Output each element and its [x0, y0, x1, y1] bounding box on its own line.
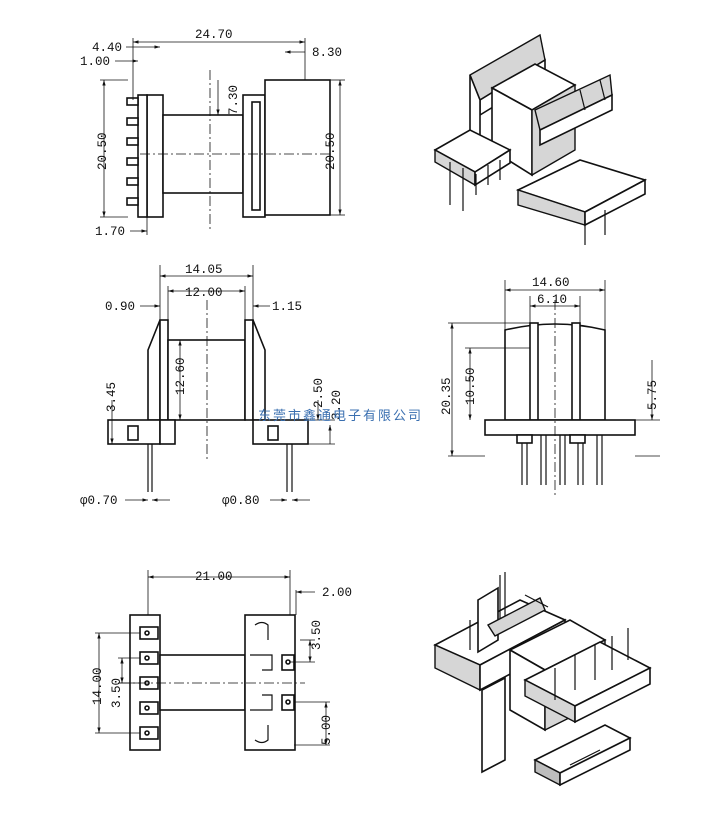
dim-side-base-height: 5.75 [646, 380, 660, 410]
dim-mid-pin-dia-right: φ0.80 [222, 494, 260, 508]
dim-mid-base-height: 3.45 [105, 382, 119, 412]
dim-side-height-total: 20.35 [440, 377, 454, 415]
dim-top-pin-offset: 1.00 [80, 55, 110, 69]
dim-top-core-height: 7.30 [227, 85, 241, 115]
top-view: 24.70 4.40 1.00 20.50 7.30 8.30 20.50 1.… [80, 28, 345, 239]
dim-bottom-height-total: 14.00 [91, 667, 105, 705]
dim-mid-right-b: 3.20 [330, 390, 344, 420]
dim-top-height-right: 20.50 [324, 132, 338, 170]
side-view: 14.60 6.10 20.35 10.50 5.75 [440, 276, 660, 495]
dim-bottom-pitch-right: 3.50 [310, 620, 324, 650]
dim-bottom-pin-row: 5.00 [320, 715, 334, 745]
dim-side-height-inner: 10.50 [464, 367, 478, 405]
dim-mid-width-total: 14.05 [185, 263, 223, 277]
dim-mid-right-a: 2.50 [312, 378, 326, 408]
isometric-view-bottom [433, 572, 652, 787]
isometric-view-top [433, 33, 648, 245]
dim-mid-right-gap: 1.15 [272, 300, 302, 314]
dim-bottom-width-total: 21.00 [195, 570, 233, 584]
dim-top-height-left: 20.50 [96, 132, 110, 170]
bottom-view: 21.00 2.00 14.00 3.50 3.50 5.00 [91, 570, 352, 751]
dim-side-width-inner: 6.10 [537, 293, 567, 307]
dim-top-right-width: 8.30 [312, 46, 342, 60]
front-view: 14.05 12.00 0.90 1.15 12.60 3.45 2.50 3.… [80, 263, 344, 508]
dim-top-pin-pitch: 1.70 [95, 225, 125, 239]
dim-top-width-total: 24.70 [195, 28, 233, 42]
dim-mid-pin-dia-left: φ0.70 [80, 494, 118, 508]
dim-bottom-pitch-left: 3.50 [110, 678, 124, 708]
dim-top-flange-offset: 4.40 [92, 41, 122, 55]
dim-side-width-total: 14.60 [532, 276, 570, 290]
dim-bottom-right-offset: 2.00 [322, 586, 352, 600]
dim-mid-left-gap: 0.90 [105, 300, 135, 314]
dim-mid-width-inner: 12.00 [185, 286, 223, 300]
company-watermark: 东莞市鑫通电子有限公司 [258, 408, 423, 424]
dim-mid-inner-height: 12.60 [174, 357, 188, 395]
